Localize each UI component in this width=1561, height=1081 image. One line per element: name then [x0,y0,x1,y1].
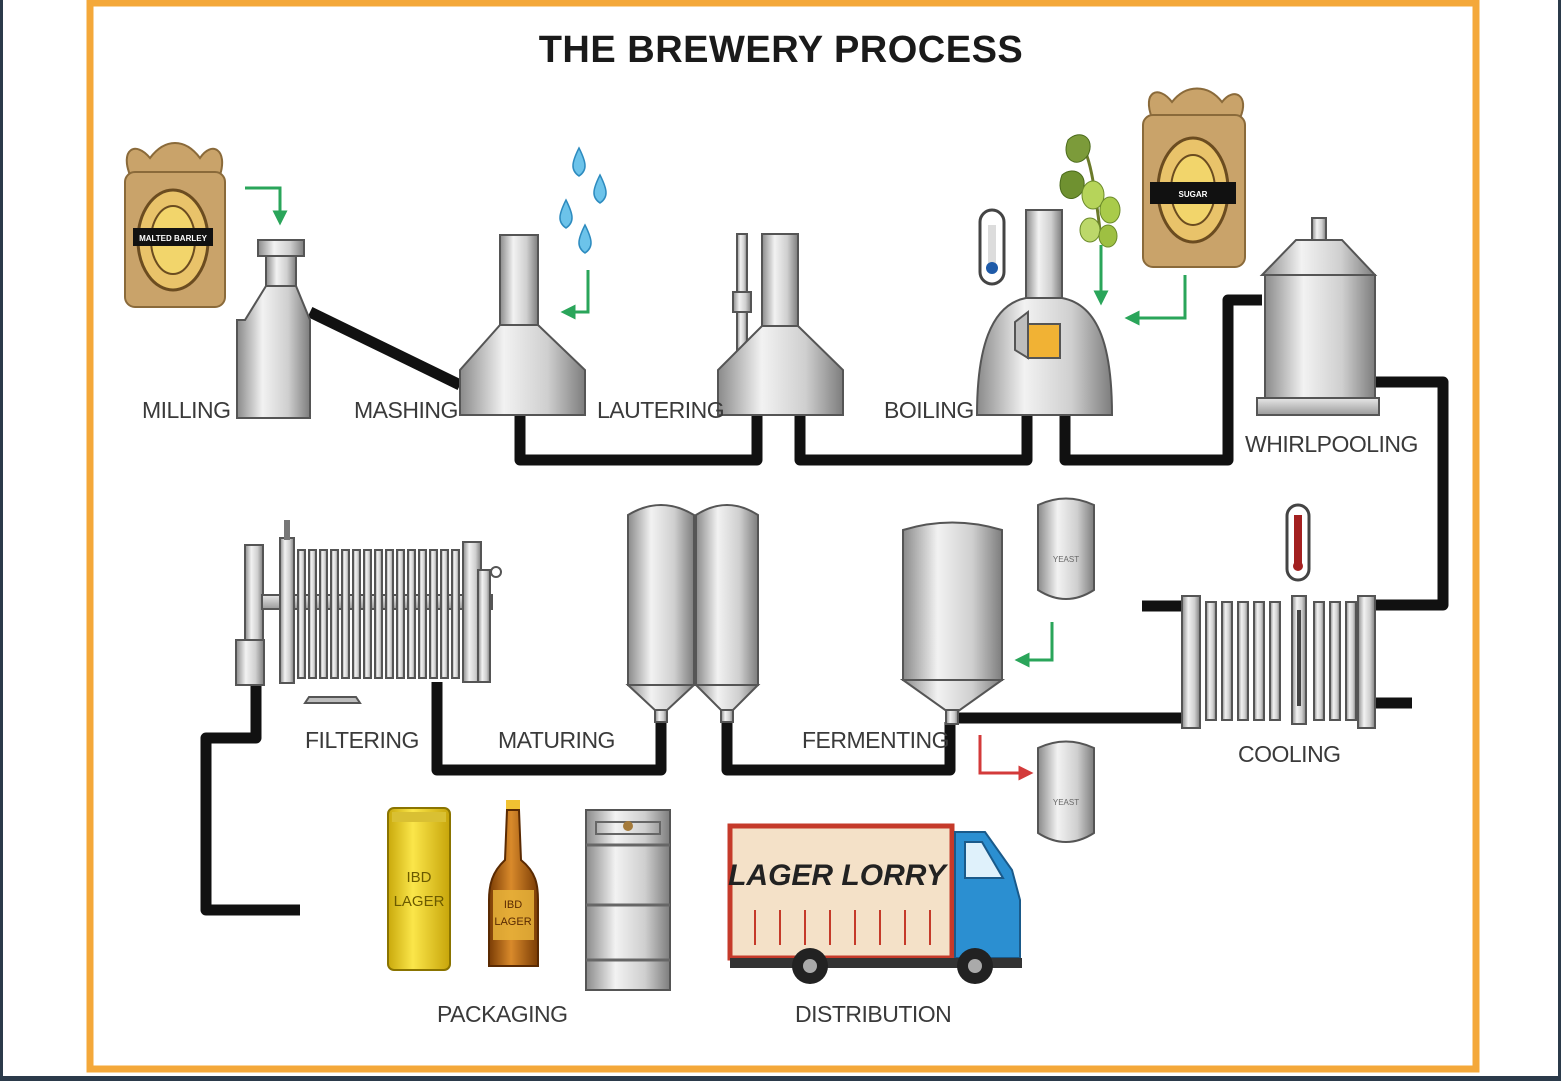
label-maturing: MATURING [498,727,615,753]
sugar-tag: SUGAR [1179,190,1208,199]
diagram-title: THE BREWERY PROCESS [539,29,1024,71]
label-fermenting: FERMENTING [802,727,949,753]
thermometer-icon [980,210,1004,284]
label-cooling: COOLING [1238,741,1341,767]
label-packaging: PACKAGING [437,1001,568,1027]
yeast-out-tag: YEAST [1053,798,1079,807]
malted-barley-tag: MALTED BARLEY [139,234,208,243]
keg-icon [586,810,670,990]
label-whirlpooling: WHIRLPOOLING [1245,431,1418,457]
truck-label: LAGER LORRY [728,859,949,892]
bottle-label-line2: LAGER [494,916,531,928]
malted-barley-sack-icon: MALTED BARLEY [125,143,225,307]
yeast-out-canister-icon: YEAST [1038,742,1094,843]
label-filtering: FILTERING [305,727,419,753]
can-label-line1: IBD [406,869,431,886]
bottle-label-line1: IBD [504,899,522,911]
sugar-sack-icon: SUGAR [1143,89,1245,268]
label-boiling: BOILING [884,397,974,423]
yeast-canister-icon: YEAST [1038,499,1094,600]
can-label-line2: LAGER [394,893,445,910]
truck-icon: LAGER LORRY [728,826,1022,984]
plate-heat-exchanger [1182,596,1375,728]
yeast-in-tag: YEAST [1053,555,1079,564]
label-mashing: MASHING [354,397,458,423]
beer-can-icon: IBD LAGER [388,808,450,970]
label-milling: MILLING [142,397,231,423]
thermometer-cooling-icon [1287,505,1309,580]
label-lautering: LAUTERING [597,397,724,423]
label-distribution: DISTRIBUTION [795,1001,951,1027]
